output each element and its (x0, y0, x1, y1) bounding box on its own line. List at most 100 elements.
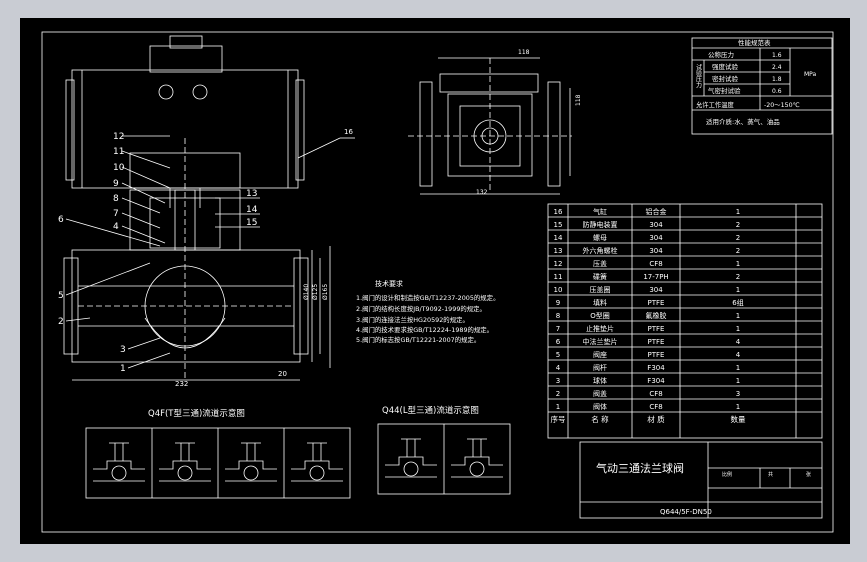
bom-cell-material: F304 (647, 364, 665, 372)
leader-label: 10 (113, 163, 125, 173)
leader-label: 5 (58, 291, 64, 301)
bom-cell-no: 7 (556, 325, 560, 333)
bom-cell-material: CF8 (649, 390, 662, 398)
perf-row-value: 0.6 (772, 88, 782, 95)
dim-dia-a: Ø140 (303, 284, 310, 300)
bom-cell-qty: 1 (736, 325, 740, 333)
perf-unit: MPa (804, 71, 817, 78)
valve-body-section (63, 138, 309, 378)
bom-cell-name: 碟簧 (593, 272, 607, 281)
bom-cell-name: 外六角螺栓 (583, 246, 618, 255)
leader-label: 8 (113, 194, 119, 204)
leader-label: 12 (113, 132, 124, 142)
bom-cell-qty: 2 (736, 234, 740, 242)
bom-cell-no: 12 (554, 260, 563, 268)
dim-right-width: 118 (518, 49, 530, 56)
perf-row-value: 1.6 (772, 52, 782, 59)
tech-line: 4.阀门的技术要求按GB/T12224-1989的规定。 (356, 325, 493, 334)
perf-row-value: 2.4 (772, 64, 782, 71)
leader-label: 14 (246, 205, 258, 215)
flow-schematic (385, 438, 437, 478)
bom-cell-no: 4 (556, 364, 561, 372)
perf-row-label: 强度试验 (712, 62, 739, 71)
top-view: 118 118 132 (408, 49, 582, 196)
bom-cell-qty: 4 (736, 338, 741, 346)
perf-row-value: 1.8 (772, 76, 782, 83)
bom-cell-no: 2 (556, 390, 560, 398)
leader-label: 1 (120, 364, 126, 374)
leaders-right: 13 14 15 (215, 189, 260, 228)
bom-cell-no: 1 (556, 403, 560, 411)
leader-label: 15 (246, 218, 257, 228)
bom-cell-material: 304 (649, 221, 663, 229)
bom-cell-no: 6 (556, 338, 561, 346)
dim-height: 20 (278, 370, 287, 378)
drawing-title: 气动三通法兰球阀 (596, 461, 684, 475)
performance-table: 性能规范表 公称压力 1.6 强度试验 2.4 密封试验 1.8 气密封试验 0… (691, 37, 833, 135)
bom-cell-no: 13 (554, 247, 563, 255)
title-block-scale: 比例 (722, 471, 732, 478)
leader-label: 9 (113, 179, 119, 189)
bom-cell-qty: 1 (736, 312, 740, 320)
bom-cell-material: 铝合金 (646, 207, 667, 216)
flow-schematic (225, 442, 277, 482)
flow-left-title: Q4F(T型三通)流道示意图 (148, 408, 245, 419)
leader-label: 4 (113, 222, 119, 232)
bom-cell-no: 3 (556, 377, 560, 385)
leader-label: 6 (58, 215, 64, 225)
bom-cell-material: 氟橡胶 (646, 311, 667, 320)
bom-cell-material: F304 (647, 377, 665, 385)
bom-header-cell: 材 质 (647, 414, 665, 424)
flow-schematic (159, 442, 211, 482)
bom-cell-material: 304 (649, 286, 663, 294)
drawing-number: Q644/5F-DN50 (660, 508, 712, 516)
tech-line: 1.阀门的设计和制造按GB/T12237-2005的规定。 (356, 293, 499, 302)
bom-cell-no: 8 (556, 312, 560, 320)
flow-ball (111, 465, 127, 481)
bom-cell-no: 16 (554, 208, 563, 216)
dimensions: 232 20 Ø140 Ø125 Ø165 (72, 246, 331, 388)
flow-schematic (291, 442, 343, 482)
bom-cell-material: PTFE (648, 351, 665, 359)
flow-ball (309, 465, 325, 481)
leader-16-label: 16 (344, 128, 353, 136)
leader-label: 3 (120, 345, 126, 355)
bom-cell-qty: 1 (736, 208, 740, 216)
bom-header-cell: 序号 (551, 414, 566, 424)
bom-cell-qty: 2 (736, 221, 740, 229)
bom-cell-qty: 6组 (732, 298, 743, 307)
dim-length: 232 (175, 380, 188, 388)
flow-right-title: Q44(L型三通)流道示意图 (382, 405, 479, 416)
title-block: 气动三通法兰球阀 比例 共 张 Q644/5F-DN50 (579, 441, 823, 519)
tech-requirements: 技术要求 1.阀门的设计和制造按GB/T12237-2005的规定。 2.阀门的… (356, 279, 499, 344)
bom-cell-qty: 1 (736, 364, 740, 372)
bom-cell-name: 气缸 (593, 207, 607, 216)
bom-cell-qty: 1 (736, 377, 740, 385)
bom-cell-no: 15 (554, 221, 563, 229)
bom-cell-material: 17-7PH (643, 273, 668, 281)
bom-cell-qty: 4 (736, 351, 741, 359)
bom-cell-name: 止推垫片 (586, 324, 614, 333)
perf-row-label: 密封试验 (712, 74, 739, 83)
bom-cell-material: PTFE (648, 325, 665, 333)
leaders-left: 12 11 10 9 8 7 4 6 5 2 3 1 (58, 132, 171, 374)
bom-cell-name: 阀体 (593, 402, 607, 411)
bom-cell-qty: 1 (736, 260, 740, 268)
leader-label: 11 (113, 147, 124, 157)
tech-line: 3.阀门的连接法兰按HG20592的规定。 (356, 315, 469, 324)
tech-heading: 技术要求 (375, 279, 403, 288)
bom-cell-name: 防静电装置 (583, 220, 618, 229)
flow-ball (469, 461, 485, 477)
flow-schematic (451, 438, 503, 478)
bom-cell-name: 压盖 (593, 259, 607, 268)
cad-drawing: 16 12 11 10 9 8 7 4 6 5 2 3 1 (41, 31, 834, 533)
perf-title: 性能规范表 (738, 38, 771, 47)
drawing-sheet: 16 12 11 10 9 8 7 4 6 5 2 3 1 (20, 18, 850, 544)
perf-media: 适用介质:水、蒸气、油品 (706, 117, 780, 126)
dim-dia-b: Ø125 (312, 284, 319, 300)
flow-diagrams: Q4F(T型三通)流道示意图 Q44(L型三通)流道示意图 (85, 405, 511, 499)
dim-right-bottom: 132 (476, 189, 488, 196)
bom-cell-no: 14 (554, 234, 563, 242)
bom-header-cell: 数量 (731, 414, 746, 424)
